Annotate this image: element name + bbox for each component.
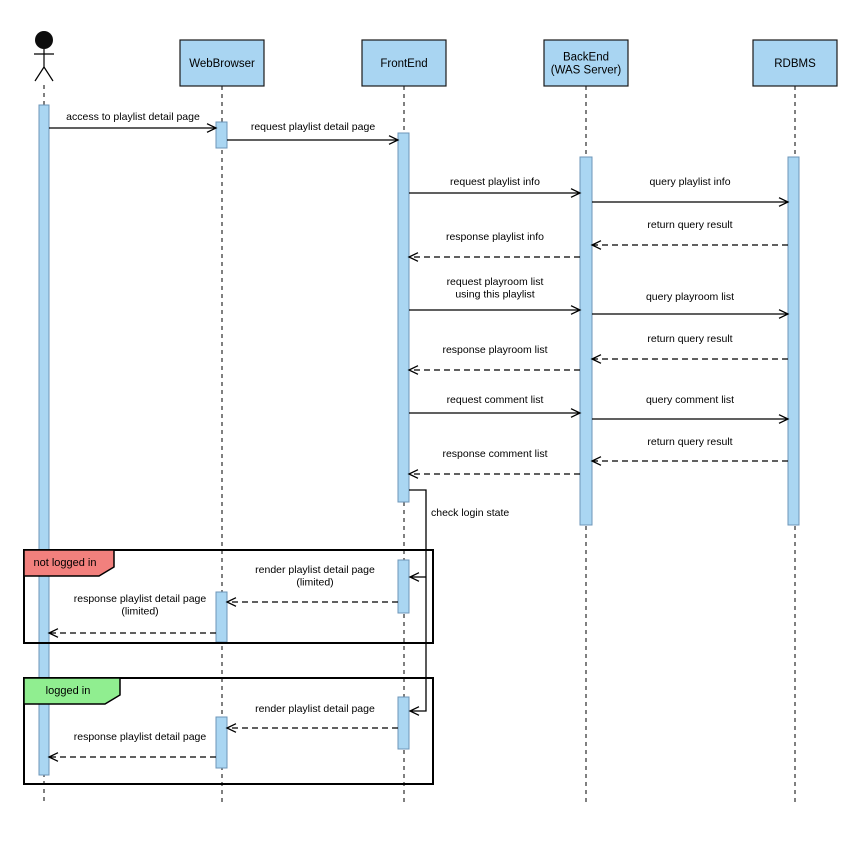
activation-webbrowser bbox=[215, 591, 228, 643]
message-render-playlist-detail-page bbox=[225, 723, 398, 733]
participant-webbrowser bbox=[179, 39, 265, 87]
arrowhead bbox=[408, 572, 420, 582]
actor-leg-right bbox=[43, 66, 54, 82]
fragment-logged-in bbox=[23, 677, 434, 785]
message-render-playlist-detail-page-limited bbox=[225, 597, 398, 607]
message-request-comment-list bbox=[409, 408, 582, 418]
message-label: response playroom list bbox=[442, 344, 547, 356]
fragment-label-tab bbox=[23, 549, 115, 577]
arrowhead bbox=[590, 240, 602, 250]
message-label: access to playlist detail page bbox=[66, 111, 200, 123]
message-return-query-result-3 bbox=[590, 456, 788, 466]
self-message-label: check login state bbox=[431, 507, 509, 519]
activation-user bbox=[38, 104, 50, 776]
participant-label: WebBrowser bbox=[189, 58, 255, 70]
message-label: render playlist detail page(limited) bbox=[255, 564, 375, 589]
message-response-playlist-detail-page bbox=[47, 752, 216, 762]
arrowhead bbox=[225, 597, 237, 607]
arrowhead bbox=[408, 706, 420, 716]
fragment-label: not logged in bbox=[34, 557, 97, 569]
message-label: query playlist info bbox=[649, 176, 730, 188]
participant-frontend bbox=[361, 39, 447, 87]
arrowhead bbox=[570, 305, 582, 315]
message-response-comment-list bbox=[407, 469, 580, 479]
participant-backend bbox=[543, 39, 629, 87]
fragment-label-tab bbox=[23, 677, 121, 705]
arrowhead bbox=[388, 135, 400, 145]
message-label: response playlist detail page bbox=[74, 731, 207, 743]
participant-box bbox=[179, 39, 265, 87]
participant-rdbms bbox=[752, 39, 838, 87]
arrowhead bbox=[407, 252, 419, 262]
self-message-check-login-state bbox=[408, 489, 427, 716]
arrowhead bbox=[778, 309, 790, 319]
participant-label: FrontEnd bbox=[380, 58, 427, 70]
participant-box bbox=[543, 39, 629, 87]
fragment-not-logged-in bbox=[23, 549, 434, 644]
actor-head bbox=[35, 31, 53, 49]
message-label: render playlist detail page bbox=[255, 703, 375, 715]
activation-webbrowser bbox=[215, 716, 228, 769]
arrowhead bbox=[225, 723, 237, 733]
arrowhead bbox=[570, 188, 582, 198]
message-query-comment-list bbox=[592, 414, 790, 424]
message-response-playlist-info bbox=[407, 252, 580, 262]
message-access-to-playlist-detail-page bbox=[49, 123, 218, 133]
activation-frontend bbox=[397, 696, 410, 750]
message-label: request playlist info bbox=[450, 176, 540, 188]
actor-leg-left bbox=[34, 66, 45, 82]
message-label: response playlist info bbox=[446, 231, 544, 243]
activation-rdbms bbox=[787, 156, 800, 526]
arrowhead bbox=[570, 408, 582, 418]
self-message-line bbox=[409, 489, 427, 712]
message-label: return query result bbox=[647, 219, 732, 231]
message-request-playlist-detail-page bbox=[227, 135, 400, 145]
message-label: query playroom list bbox=[646, 291, 734, 303]
arrowhead bbox=[590, 354, 602, 364]
message-label: request comment list bbox=[447, 394, 544, 406]
participant-label: RDBMS bbox=[774, 58, 816, 70]
arrowhead bbox=[47, 628, 59, 638]
message-return-query-result-1 bbox=[590, 240, 788, 250]
arrowhead bbox=[47, 752, 59, 762]
activation-backend bbox=[579, 156, 593, 526]
message-query-playroom-list bbox=[592, 309, 790, 319]
message-label: request playlist detail page bbox=[251, 121, 375, 133]
arrowhead bbox=[590, 456, 602, 466]
message-label: response playlist detail page(limited) bbox=[74, 593, 207, 618]
fragment-frame bbox=[23, 549, 434, 644]
activation-webbrowser bbox=[215, 121, 228, 149]
participant-label: BackEnd(WAS Server) bbox=[551, 51, 622, 76]
activation-frontend bbox=[397, 559, 410, 614]
message-label: return query result bbox=[647, 333, 732, 345]
arrowhead bbox=[206, 123, 218, 133]
arrowhead bbox=[407, 365, 419, 375]
message-request-playroom-list bbox=[409, 305, 582, 315]
message-label: return query result bbox=[647, 436, 732, 448]
participant-box bbox=[752, 39, 838, 87]
message-response-playlist-detail-page-limited bbox=[47, 628, 216, 638]
arrowhead bbox=[407, 469, 419, 479]
fragment-frame bbox=[23, 677, 434, 785]
participant-user bbox=[34, 31, 54, 82]
message-label: response comment list bbox=[442, 448, 547, 460]
message-response-playroom-list bbox=[407, 365, 580, 375]
arrowhead bbox=[778, 197, 790, 207]
message-request-playlist-info bbox=[409, 188, 582, 198]
message-return-query-result-2 bbox=[590, 354, 788, 364]
message-label: query comment list bbox=[646, 394, 734, 406]
activation-frontend bbox=[397, 132, 410, 503]
fragment-label: logged in bbox=[46, 685, 91, 697]
participant-box bbox=[361, 39, 447, 87]
message-query-playlist-info bbox=[592, 197, 790, 207]
arrowhead bbox=[778, 414, 790, 424]
